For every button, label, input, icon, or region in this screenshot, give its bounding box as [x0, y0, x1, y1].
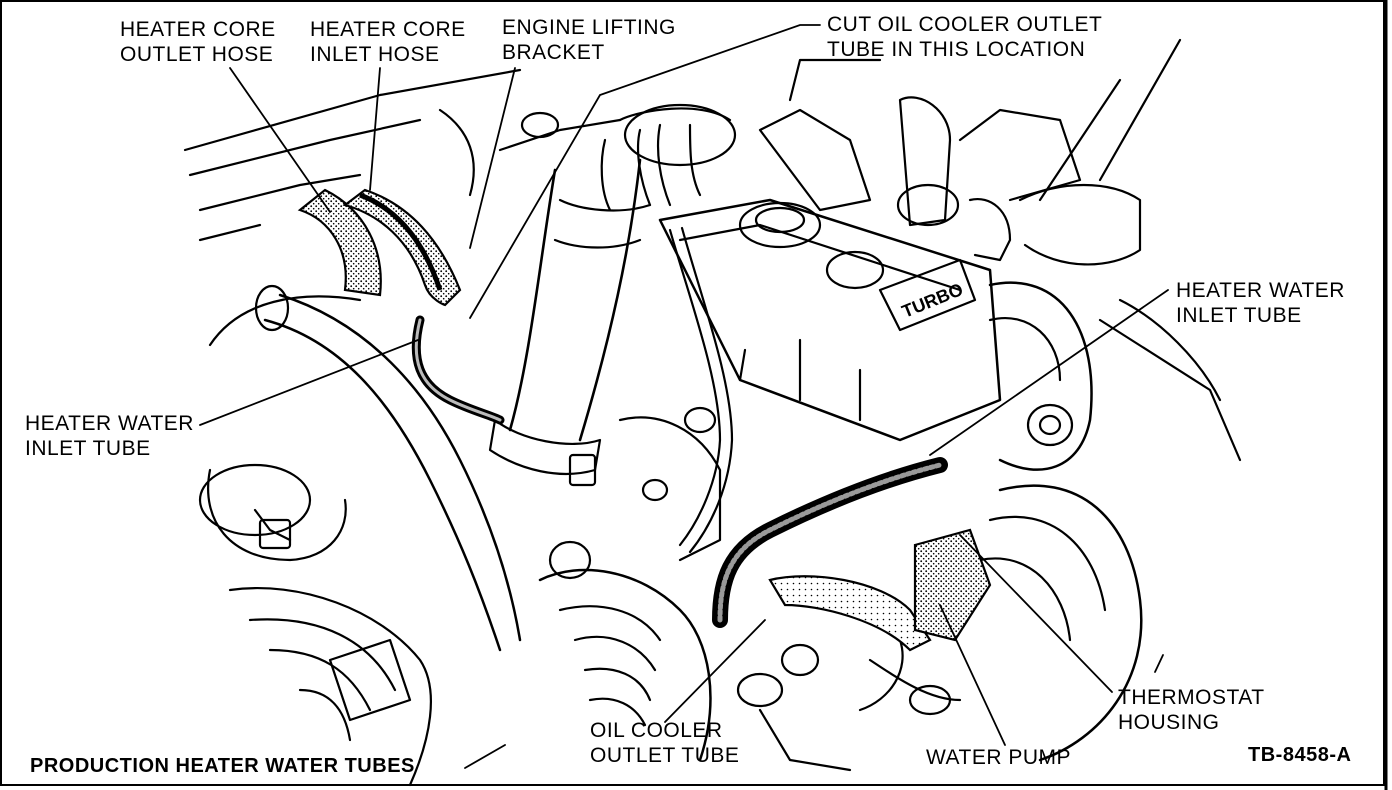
label-heater-core-outlet-hose: HEATER CORE OUTLET HOSE: [120, 18, 276, 66]
leader-heater-water-inlet-tube-left: [199, 339, 419, 426]
label-heater-water-inlet-tube-left: HEATER WATER INLET TUBE: [25, 412, 194, 460]
heater-core-inlet-hose: [342, 188, 462, 307]
thermostat-housing-shape: [913, 528, 992, 642]
oil-cooler-outlet-tube: [668, 228, 722, 547]
lower-heater-hose: [768, 575, 932, 652]
label-heater-core-inlet-hose: HEATER CORE INLET HOSE: [310, 18, 466, 66]
leader-water-pump: [939, 604, 1006, 746]
oil-filler-cap: [738, 201, 822, 249]
air-cleaner: [998, 484, 1143, 762]
figure-id: TB-8458-A: [1248, 744, 1352, 766]
radiator-support: [228, 586, 432, 787]
upper-radiator-hose: [263, 318, 502, 652]
leader-cut-oil-cooler-outlet-tube: [469, 24, 821, 319]
leader-caption: [464, 744, 506, 769]
timing-cover: [988, 281, 1093, 471]
leader-oil-cooler-outlet-tube: [664, 619, 766, 723]
turbo-housing: [538, 568, 712, 762]
leader-thermostat-housing: [959, 534, 1113, 693]
label-thermostat-housing: THERMOSTAT HOUSING: [1118, 686, 1265, 734]
valve-cover: [658, 198, 1002, 442]
leader-heater-water-inlet-tube-right: [929, 289, 1169, 456]
label-heater-water-inlet-tube-right: HEATER WATER INLET TUBE: [1176, 279, 1345, 327]
leader-heater-core-outlet-hose: [229, 67, 331, 213]
air-intake-duct: [508, 168, 557, 432]
leader-heater-core-inlet-hose: [369, 67, 381, 191]
figure-caption: PRODUCTION HEATER WATER TUBES: [30, 755, 415, 777]
label-cut-oil-cooler-outlet-tube: CUT OIL COOLER OUTLET TUBE IN THIS LOCAT…: [827, 13, 1103, 61]
throttle-body: [758, 108, 872, 212]
label-engine-lifting-bracket: ENGINE LIFTING BRACKET: [502, 16, 676, 64]
cowl-line: [183, 68, 522, 152]
leader-engine-lifting-bracket: [469, 67, 516, 249]
label-oil-cooler-outlet-tube: OIL COOLER OUTLET TUBE: [590, 719, 740, 767]
label-water-pump: WATER PUMP: [926, 746, 1071, 769]
strut-tower: [208, 295, 362, 347]
turbo-badge: [878, 258, 977, 332]
